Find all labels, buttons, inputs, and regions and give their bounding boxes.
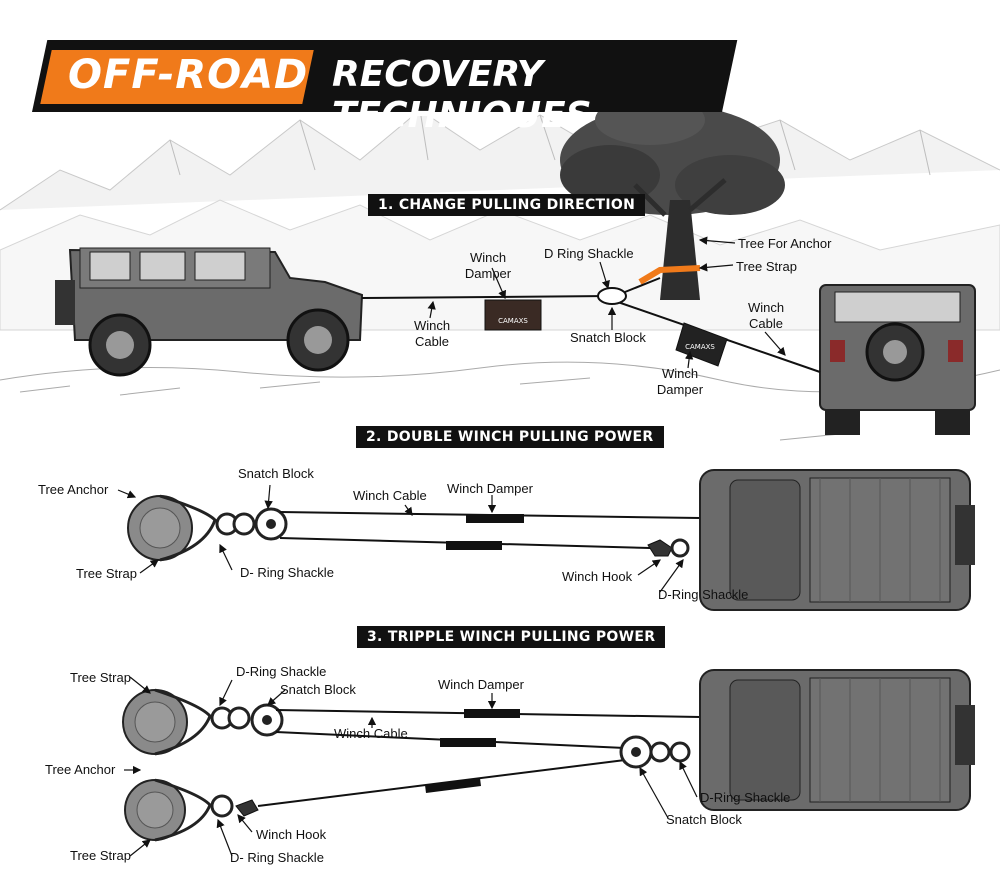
- banner-title: RECOVERY TECHNIQUES: [332, 54, 592, 136]
- section1-leaders: [427, 236, 786, 369]
- label-snatch-block: Snatch Block: [570, 330, 646, 345]
- banner-highlight: OFF-ROAD: [68, 52, 309, 98]
- title-banner: OFF-ROAD RECOVERY TECHNIQUES: [32, 40, 738, 136]
- jeep-side-view: [55, 247, 364, 377]
- label-s3-winch-hook: Winch Hook: [256, 827, 327, 842]
- label-tree-for-anchor: Tree For Anchor: [738, 236, 832, 251]
- label-s3-d-ring-shackle-bottom: D- Ring Shackle: [230, 850, 324, 865]
- label-s2-winch-damper: Winch Damper: [447, 481, 533, 496]
- ground: [0, 361, 1000, 441]
- label-s2-tree-anchor: Tree Anchor: [38, 482, 109, 497]
- svg-text:CAMAXS: CAMAXS: [685, 343, 715, 351]
- label-s2-tree-strap: Tree Strap: [76, 566, 137, 581]
- label-s3-snatch-block-right: Snatch Block: [666, 812, 742, 827]
- label-s3-d-ring-shackle-top: D-Ring Shackle: [236, 664, 327, 679]
- winch-damper-2: CAMAXS: [675, 322, 728, 367]
- section2-diagram: [127, 469, 975, 611]
- tree-strap-orange: [638, 265, 701, 285]
- label-s2-d-ring-shackle-left: D- Ring Shackle: [240, 565, 334, 580]
- label-s2-snatch-block: Snatch Block: [238, 466, 314, 481]
- label-s3-snatch-block-top: Snatch Block: [280, 682, 356, 697]
- label-s3-d-ring-shackle-right: D-Ring Shackle: [700, 790, 791, 805]
- section3-leaders: [124, 676, 698, 857]
- snatch-block-1: [597, 287, 627, 305]
- section2-leaders: [117, 484, 684, 593]
- section2-title: 2. DOUBLE WINCH PULLING POWER: [356, 426, 664, 448]
- tree: [560, 95, 785, 300]
- label-s3-tree-anchor: Tree Anchor: [45, 762, 116, 777]
- winch-damper-1: CAMAXS: [484, 299, 542, 331]
- label-s2-winch-cable: Winch Cable: [353, 488, 427, 503]
- section1-title: 1. CHANGE PULLING DIRECTION: [368, 194, 646, 216]
- label-tree-strap: Tree Strap: [736, 259, 797, 274]
- jeep-rear-view: [819, 284, 976, 435]
- label-s3-tree-strap-bottom: Tree Strap: [70, 848, 131, 863]
- svg-text:CAMAXS: CAMAXS: [498, 317, 528, 325]
- label-d-ring-shackle: D Ring Shackle: [544, 246, 634, 261]
- label-s2-winch-hook: Winch Hook: [562, 569, 633, 584]
- label-s3-tree-strap-top: Tree Strap: [70, 670, 131, 685]
- label-s2-d-ring-shackle-right: D-Ring Shackle: [658, 587, 749, 602]
- section3-diagram: [122, 669, 975, 842]
- label-s3-winch-cable: Winch Cable: [334, 726, 408, 741]
- label-s3-winch-damper: Winch Damper: [438, 677, 524, 692]
- section3-title: 3. TRIPPLE WINCH PULLING POWER: [357, 626, 666, 648]
